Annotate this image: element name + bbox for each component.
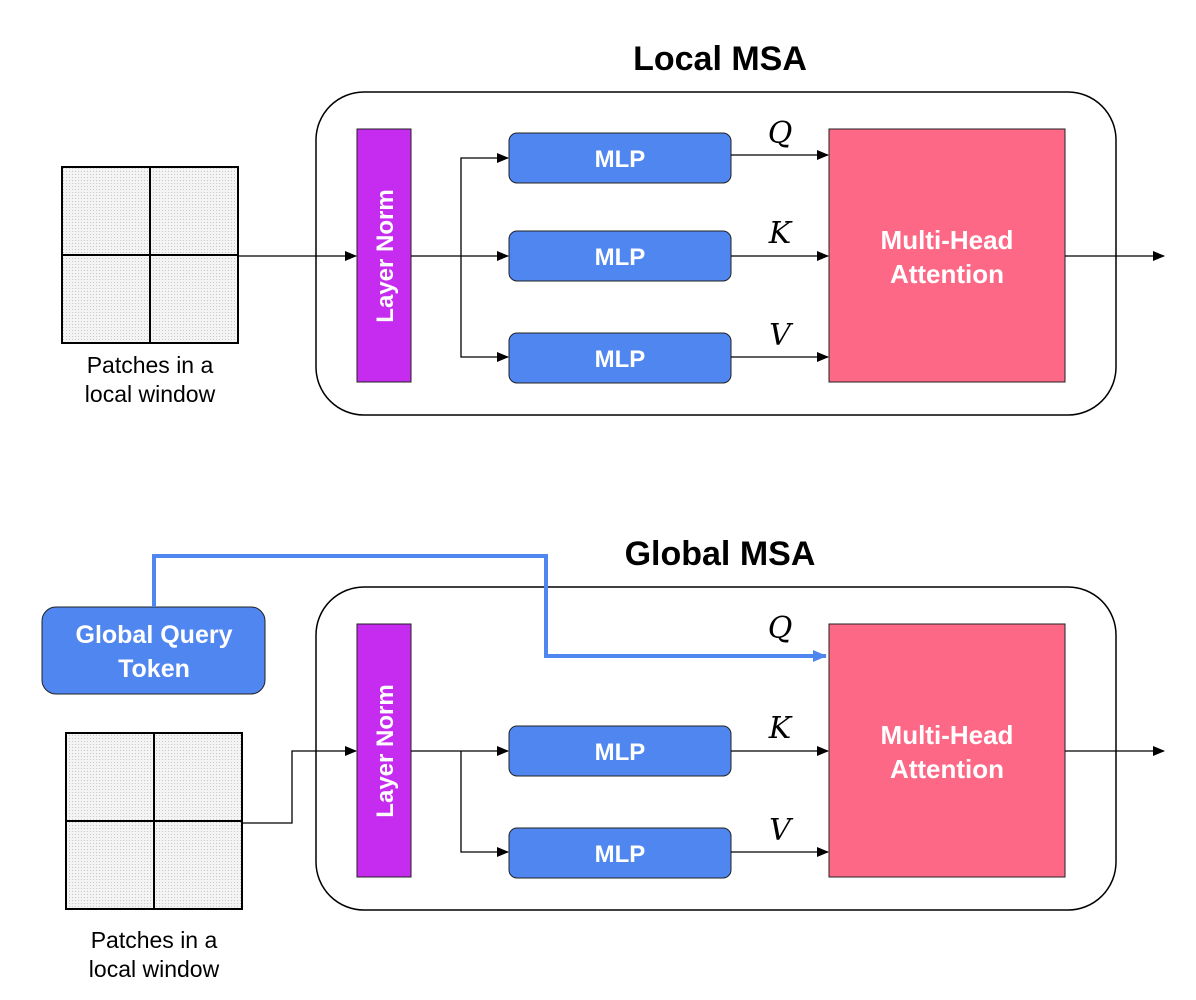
global-arrow-norm-to-mlp-v — [460, 751, 509, 857]
local-msa-container — [315, 91, 1117, 416]
local-q-label: Q — [768, 116, 793, 151]
local-mlp-q-label: MLP — [595, 146, 646, 173]
local-arrow-norm-to-mlp-v — [460, 256, 509, 362]
local-layer-norm-box — [356, 128, 412, 383]
global-patch-grid — [65, 732, 243, 910]
global-mlp-v-label: MLP — [595, 841, 646, 868]
global-patch-caption-line2: local window — [89, 956, 220, 982]
global-v-label: V — [769, 813, 794, 848]
global-mlp-v-box — [508, 827, 732, 879]
local-msa-title: Local MSA — [633, 40, 807, 78]
global-mha-box — [828, 623, 1066, 878]
local-mha-box — [828, 128, 1066, 383]
global-k-label: K — [768, 711, 793, 746]
local-patch-caption-line1: Patches in a — [87, 352, 214, 378]
local-mlp-k-label: MLP — [595, 244, 646, 271]
local-layer-norm-label: Layer Norm — [372, 189, 399, 322]
global-patch-caption-line1: Patches in a — [91, 927, 218, 953]
global-layer-norm-label: Layer Norm — [372, 684, 399, 817]
local-patch-grid — [61, 166, 239, 344]
global-query-arrow — [152, 554, 827, 662]
global-msa-section: Global MSA Global Query Token Patches in… — [41, 535, 1165, 982]
global-mha-label-line2: Attention — [890, 754, 1004, 784]
local-mlp-q-box — [508, 132, 732, 184]
global-mlp-k-label: MLP — [595, 739, 646, 766]
local-mlp-v-label: MLP — [595, 346, 646, 373]
global-mha-label-line1: Multi-Head — [881, 720, 1014, 750]
global-layer-norm-box — [356, 623, 412, 878]
local-k-label: K — [768, 216, 793, 251]
global-arrow-patches-to-norm — [242, 746, 357, 824]
global-msa-title: Global MSA — [625, 535, 816, 573]
local-msa-section: Local MSA Patches in a local window Laye… — [61, 40, 1165, 416]
global-q-label: Q — [768, 611, 793, 646]
global-query-token-label-line2: Token — [118, 655, 190, 683]
local-arrow-norm-to-mlp-q — [460, 153, 509, 256]
local-mha-label-line1: Multi-Head — [881, 225, 1014, 255]
local-patch-caption-line2: local window — [85, 381, 216, 407]
global-query-token-label-line1: Global Query — [76, 621, 233, 649]
local-v-label: V — [769, 318, 794, 353]
local-mha-label-line2: Attention — [890, 259, 1004, 289]
global-msa-container — [315, 586, 1117, 911]
local-mlp-v-box — [508, 332, 732, 384]
